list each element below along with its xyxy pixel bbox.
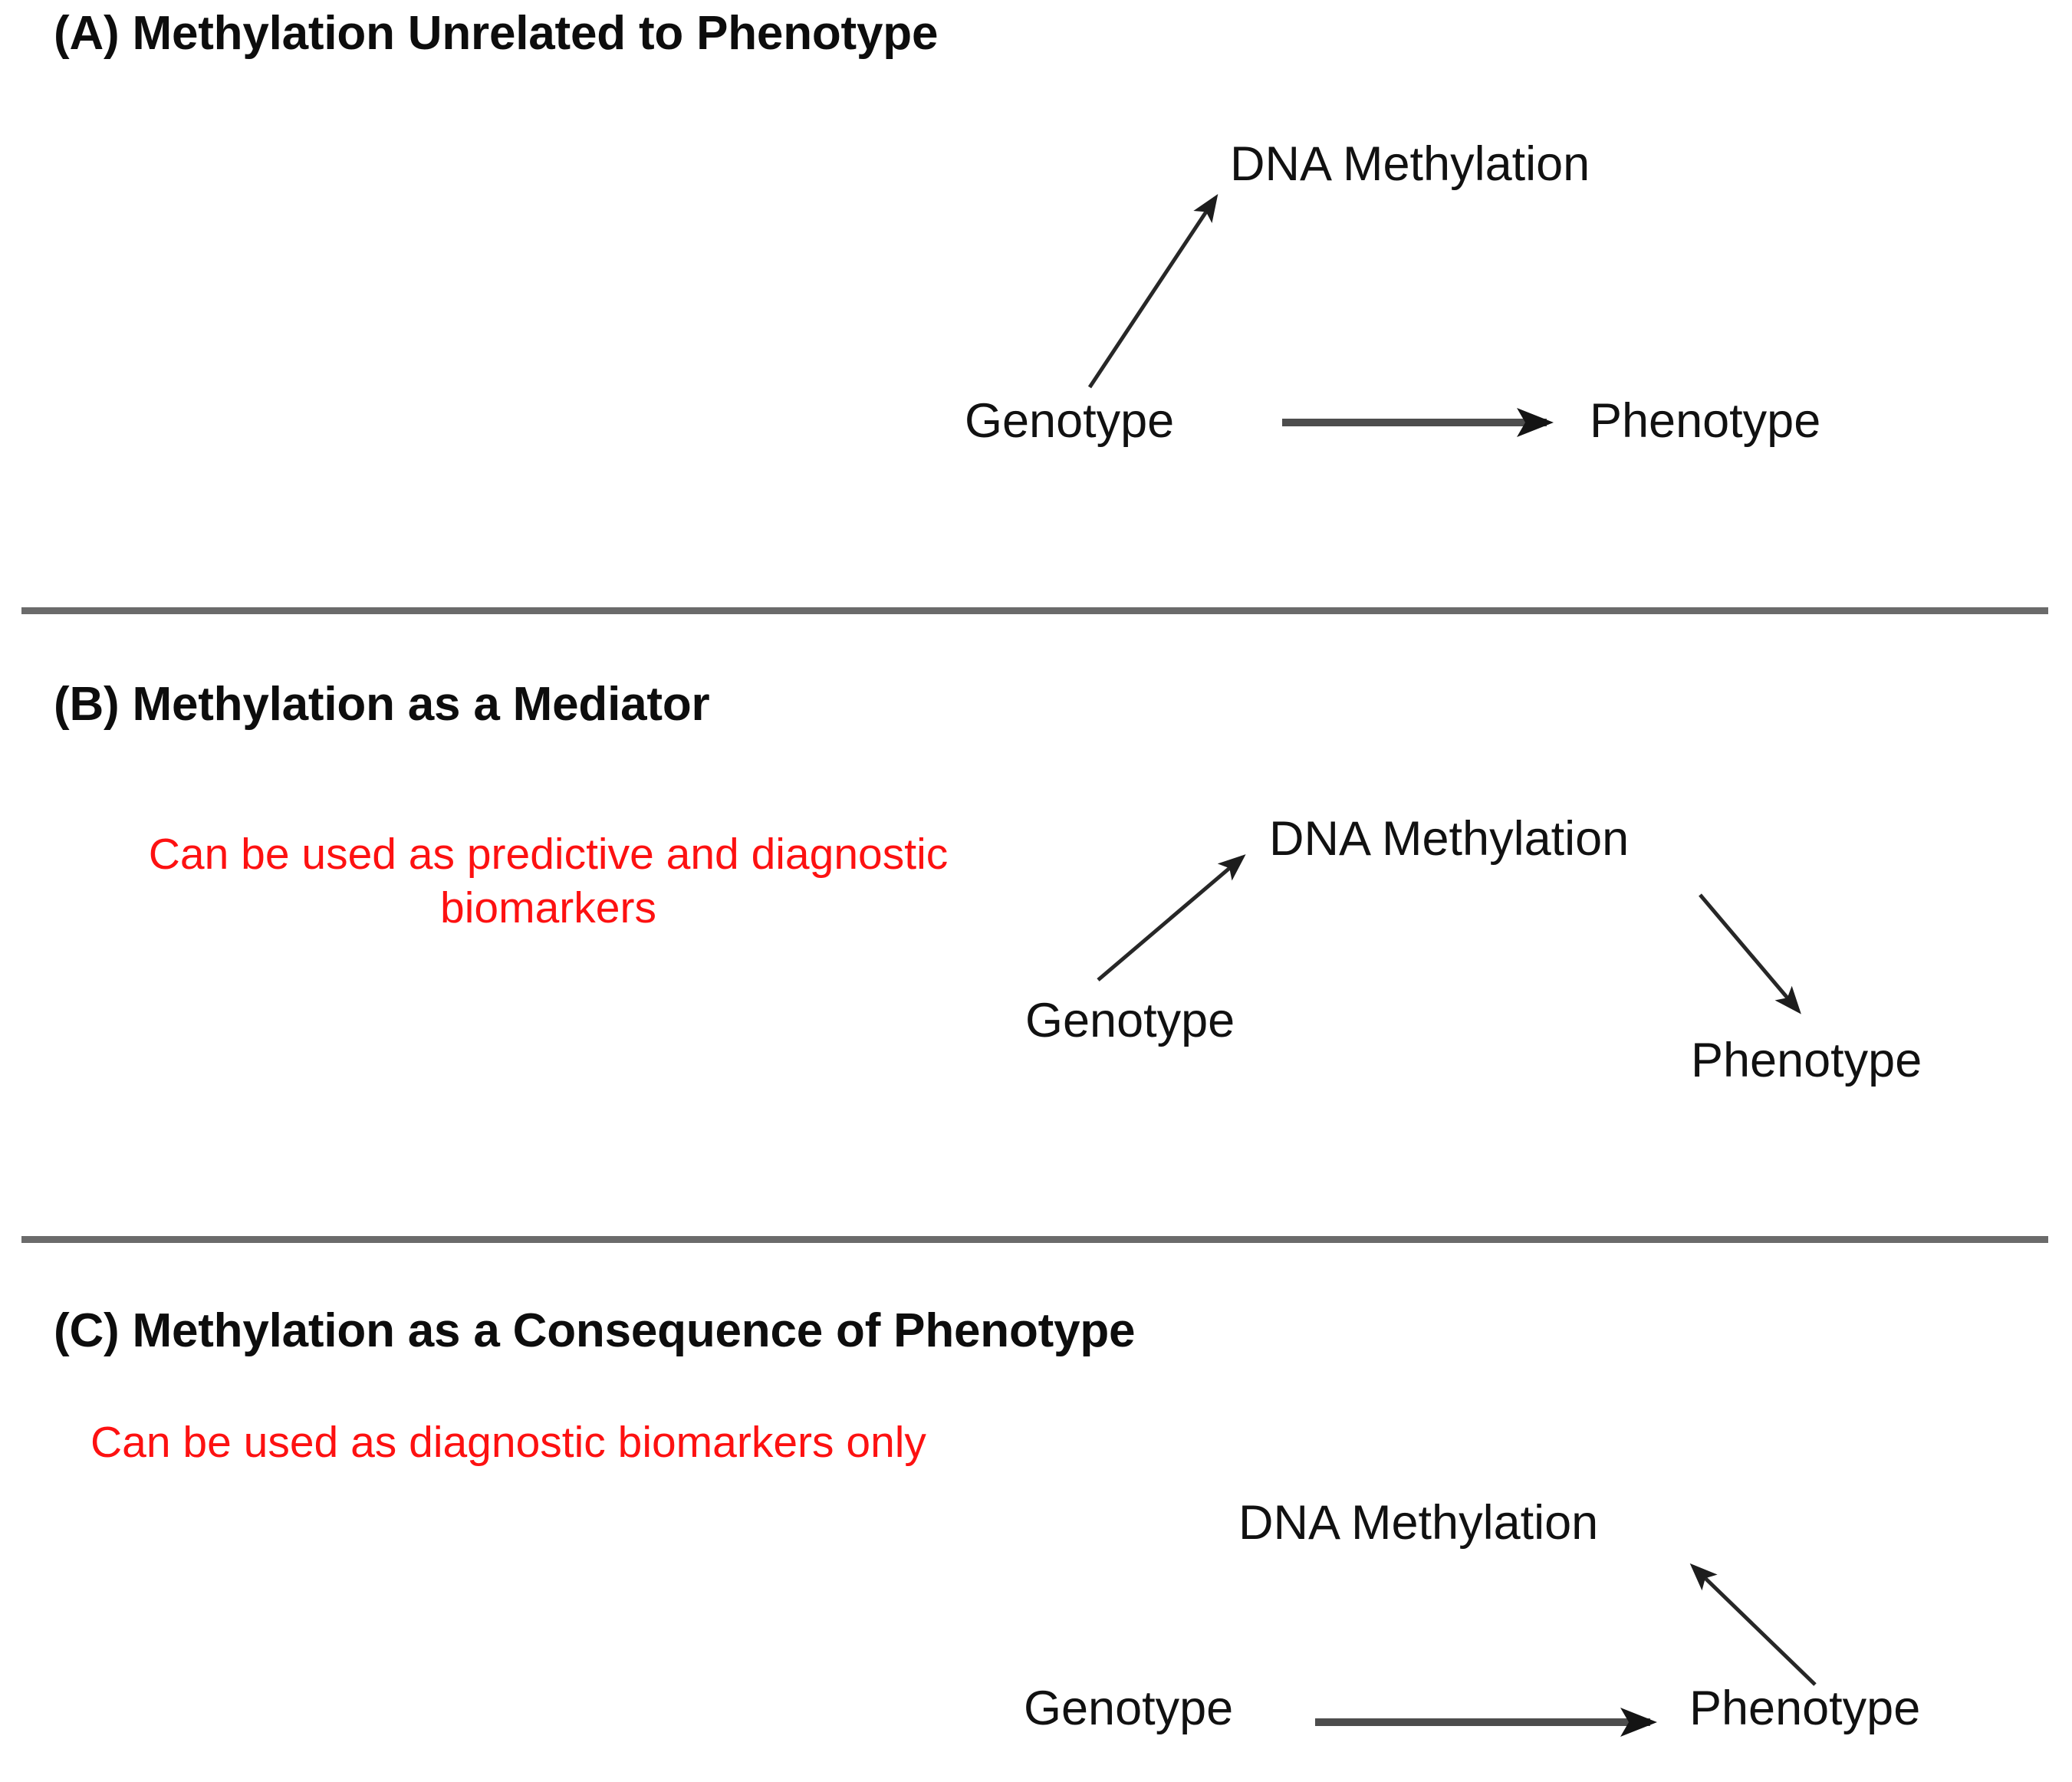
panel-b-node-phenotype: Phenotype: [1691, 1034, 1922, 1087]
panel-c-note: Can be used as diagnostic biomarkers onl…: [90, 1418, 926, 1467]
panel-b-title: (B) Methylation as a Mediator: [54, 678, 710, 731]
panel-c-title: (C) Methylation as a Consequence of Phen…: [54, 1304, 1136, 1357]
panel-a: (A) Methylation Unrelated to Phenotype D…: [0, 0, 2072, 610]
panel-b-node-genotype: Genotype: [1025, 994, 1235, 1047]
panel-c: (C) Methylation as a Consequence of Phen…: [0, 1238, 2072, 1782]
panel-a-title: (A) Methylation Unrelated to Phenotype: [54, 7, 939, 60]
panel-b: (B) Methylation as a Mediator Can be use…: [0, 610, 2072, 1238]
panel-a-node-genotype: Genotype: [965, 394, 1175, 448]
panel-a-node-phenotype: Phenotype: [1590, 394, 1821, 448]
panel-c-node-dna-methylation: DNA Methylation: [1238, 1496, 1599, 1550]
panel-a-node-dna-methylation: DNA Methylation: [1230, 137, 1590, 191]
panel-divider-1: [21, 607, 2048, 614]
panel-b-node-dna-methylation: DNA Methylation: [1269, 812, 1630, 866]
panel-c-node-genotype: Genotype: [1024, 1682, 1234, 1735]
panel-divider-2: [21, 1236, 2048, 1243]
panel-c-node-phenotype: Phenotype: [1689, 1682, 1921, 1735]
panel-b-note: Can be used as predictive and diagnostic…: [148, 830, 949, 932]
